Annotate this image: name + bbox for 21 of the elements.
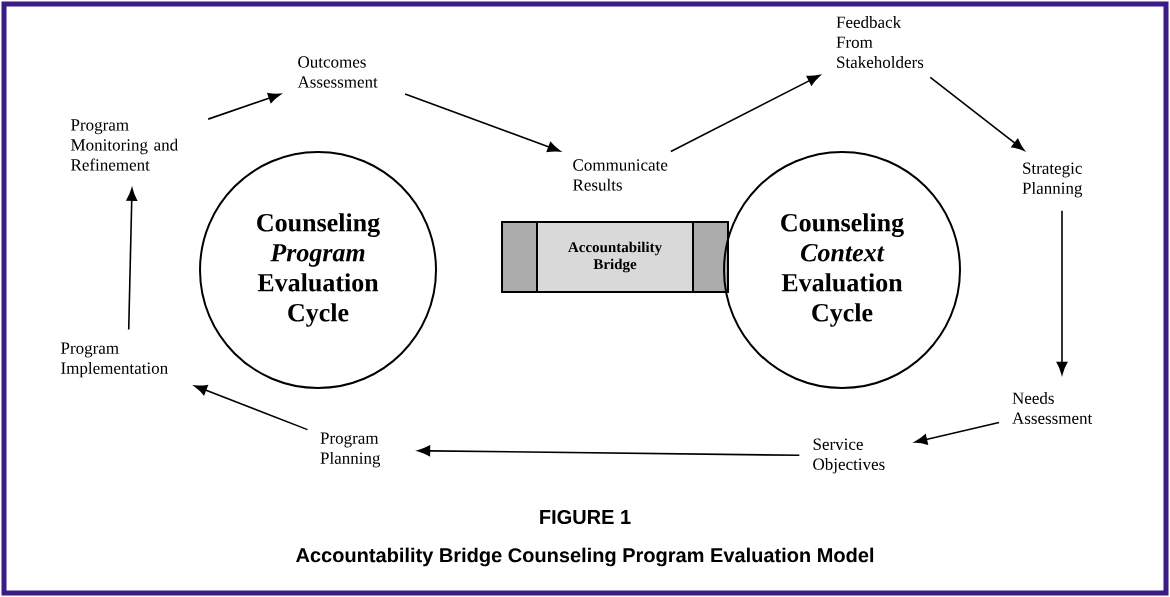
step-label: Strategic Planning	[1022, 162, 1083, 198]
arrow	[194, 385, 309, 431]
step-label: Needs Assessment	[1012, 392, 1093, 424]
step-label: Outcomes Assessment	[297, 56, 378, 88]
step-label: Service Objectives	[813, 438, 885, 474]
arrow	[914, 421, 1000, 445]
step-label: Communicate Results	[573, 159, 668, 191]
step-label: Program Planning	[320, 432, 381, 468]
arrow	[404, 93, 561, 153]
bridge-box: Accountability Bridge	[501, 221, 729, 293]
arrow	[1056, 209, 1068, 375]
arrow	[126, 188, 138, 331]
arrow	[207, 92, 281, 120]
step-label: Program Monitoring and Refinement	[71, 119, 178, 171]
arrow	[670, 74, 821, 153]
figure-caption: Accountability Bridge Counseling Program Evaluation Model	[296, 547, 874, 567]
step-label: Feedback From Stakeholders	[836, 16, 924, 68]
step-label: Program Implementation	[61, 342, 168, 378]
figure-number: FIGURE 1	[540, 509, 631, 525]
arrow	[929, 76, 1025, 151]
arrow	[417, 445, 801, 457]
